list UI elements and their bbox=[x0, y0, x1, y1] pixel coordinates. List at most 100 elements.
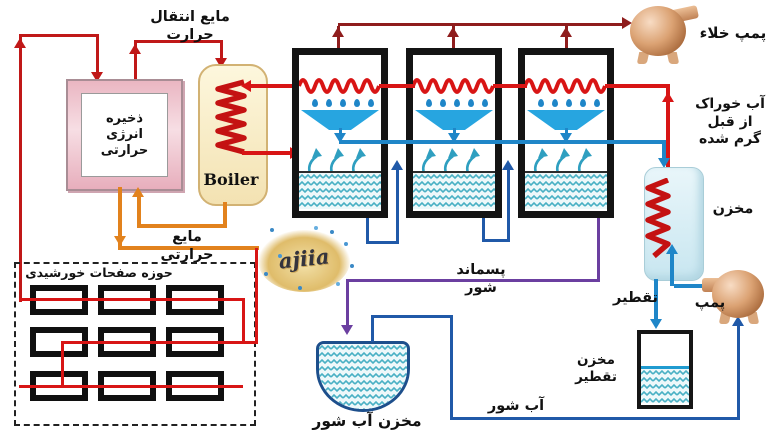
tray-drain-2 bbox=[453, 128, 456, 137]
vacuum-stub-effect2 bbox=[452, 26, 455, 48]
arrow-tray-drain-1 bbox=[334, 133, 346, 143]
pipe-boiler-bottom-orange bbox=[223, 202, 227, 228]
label-salt-water-tank: مخزن آب شور bbox=[312, 412, 422, 430]
brine-pool bbox=[299, 171, 381, 211]
brine-out-drop bbox=[597, 218, 600, 282]
droplet bbox=[312, 99, 318, 107]
arrow-brine-loop1 bbox=[391, 160, 403, 170]
field-pipe-row2 bbox=[61, 341, 258, 344]
label-vacuum-pump: پمپ خلاء bbox=[699, 24, 767, 42]
droplet bbox=[368, 99, 374, 107]
pipe-solar-to-storage-riser bbox=[19, 34, 22, 302]
arrow-into-storage bbox=[91, 72, 103, 82]
heater-feed-top bbox=[605, 84, 670, 88]
vacuum-stub-effect1 bbox=[337, 26, 340, 48]
arrow-into-boiler-coil bbox=[241, 80, 251, 92]
droplet bbox=[580, 99, 586, 107]
salt-water-tank bbox=[316, 341, 410, 412]
arrow-vacuum-stub1 bbox=[332, 27, 344, 37]
arrow-up-preheated-feed bbox=[662, 92, 674, 102]
field-pipe-inlet bbox=[255, 248, 258, 344]
distillate-drop bbox=[654, 279, 658, 321]
watermark-logo: ajiia bbox=[252, 222, 356, 300]
arrow-vacuum-stub3 bbox=[560, 27, 572, 37]
heater-zigzag-effect1 bbox=[299, 78, 381, 94]
tray-drain-1 bbox=[339, 128, 342, 137]
label-brine-waste: پسماند شور bbox=[456, 262, 506, 297]
brine-waste-header bbox=[346, 279, 600, 282]
distillate-water bbox=[641, 366, 689, 405]
arrow-brine-loop2 bbox=[502, 160, 514, 170]
pipe-storage-to-boiler-riser bbox=[134, 40, 137, 80]
watermark-droplets bbox=[270, 228, 274, 232]
arrow-tray-drain-2 bbox=[448, 133, 460, 143]
label-salt-water: آب شور bbox=[487, 398, 545, 414]
arrow-tray-drain-3 bbox=[560, 133, 572, 143]
label-condenser-tank: مخزن bbox=[712, 201, 754, 217]
label-boiler: Boiler bbox=[203, 170, 259, 189]
heater-connector-1 bbox=[379, 84, 415, 88]
droplet bbox=[440, 99, 446, 107]
droplet bbox=[454, 99, 460, 107]
field-pipe-left-connector bbox=[61, 341, 64, 388]
saltwater-drop bbox=[450, 315, 453, 420]
arrow-up-solar-riser bbox=[14, 38, 26, 48]
condensate-tray bbox=[527, 110, 605, 130]
thermal-storage-box: ذخیره انرژی حرارتی bbox=[66, 79, 183, 191]
droplet bbox=[538, 99, 544, 107]
tray-drain-3 bbox=[565, 128, 568, 137]
arrow-brine-into-tank bbox=[341, 325, 353, 335]
condensate-tray bbox=[415, 110, 493, 130]
label-distillate: تقطیر bbox=[613, 290, 658, 306]
pipe-into-storage-top bbox=[96, 34, 99, 76]
distillate-tank bbox=[637, 330, 693, 409]
field-pipe-row3 bbox=[19, 385, 243, 388]
droplet bbox=[354, 99, 360, 107]
arrow-up-into-storage-bottom bbox=[132, 187, 144, 197]
arrow-into-condenser-tank bbox=[658, 158, 670, 168]
pipe-storage-down-orange bbox=[118, 187, 122, 249]
arrow-into-coil-bottom bbox=[666, 244, 678, 254]
brine-loop1-up bbox=[396, 168, 399, 244]
field-pipe-row1 bbox=[19, 298, 245, 301]
pump-discharge-riser bbox=[670, 252, 674, 286]
arrow-into-vacuum-pump bbox=[622, 17, 632, 29]
pipe-storage-to-boiler-top bbox=[134, 40, 223, 43]
brine-waste-down bbox=[346, 279, 349, 327]
arrow-into-feed-pump bbox=[732, 316, 744, 326]
label-heat-transfer-fluid: مایع انتقال حرارت bbox=[150, 9, 230, 44]
arrow-into-distillate-tank bbox=[650, 319, 662, 329]
pipe-feed-into-boiler bbox=[248, 84, 302, 88]
solar-field-box bbox=[14, 262, 256, 426]
heater-connector-2 bbox=[493, 84, 527, 88]
arrow-down-orange bbox=[114, 236, 126, 246]
pipe-solar-to-storage-top bbox=[19, 34, 99, 37]
saltwater-top-run bbox=[371, 315, 453, 318]
droplet bbox=[566, 99, 572, 107]
vacuum-stub-effect3 bbox=[565, 26, 568, 48]
droplet bbox=[594, 99, 600, 107]
pipe-orange-to-field bbox=[118, 246, 259, 250]
label-feed-water: آب خوراک از قبل گرم شده bbox=[695, 96, 765, 147]
label-distillate-tank: مخزن تقطیر bbox=[575, 352, 617, 385]
brine-pool bbox=[525, 171, 607, 211]
label-thermal-fluid: مایع حرارتی bbox=[160, 229, 214, 264]
condensate-tray bbox=[301, 110, 379, 130]
brine-loop2-across bbox=[482, 239, 510, 242]
boiler-coil bbox=[215, 79, 247, 155]
field-pipe-right-connector bbox=[242, 298, 245, 344]
pipe-into-boiler-top bbox=[220, 40, 223, 62]
effect-chamber-3 bbox=[518, 48, 614, 218]
vacuum-header-line bbox=[338, 23, 624, 26]
pipe-preheated-feed-riser bbox=[666, 84, 670, 182]
brine-loop1-down bbox=[366, 218, 369, 244]
droplet bbox=[468, 99, 474, 107]
condenser-coil bbox=[645, 178, 671, 259]
arrow-vacuum-stub2 bbox=[447, 27, 459, 37]
saltwater-bottom-run bbox=[450, 417, 740, 420]
pipe-return-into-storage bbox=[137, 192, 141, 226]
label-solar-field: حوزه صفحات خورشیدی bbox=[25, 265, 173, 280]
droplet bbox=[326, 99, 332, 107]
droplet bbox=[426, 99, 432, 107]
